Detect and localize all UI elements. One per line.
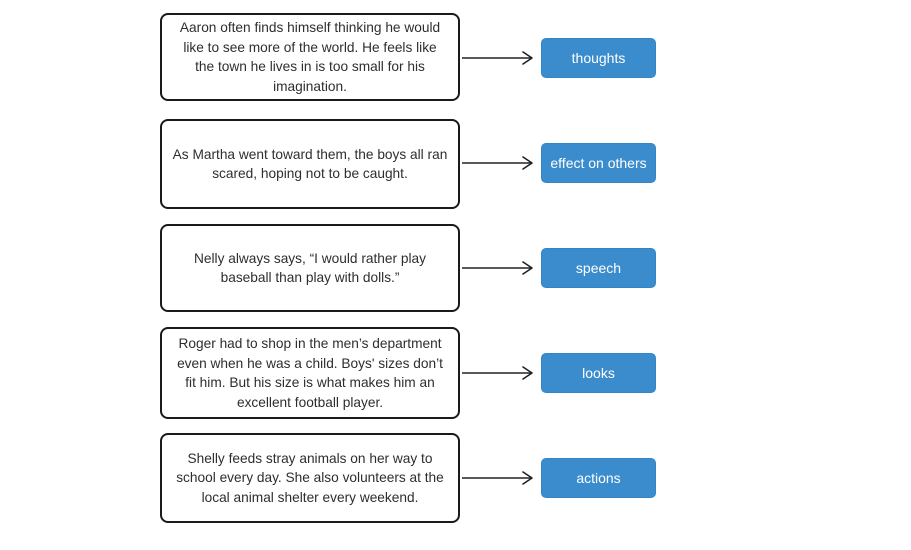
statement-box: Nelly always says, “I would rather play …: [160, 224, 460, 312]
arrow-right-icon: [461, 260, 539, 276]
label-button-thoughts[interactable]: thoughts: [541, 38, 656, 78]
statement-box: As Martha went toward them, the boys all…: [160, 119, 460, 209]
label-button-speech[interactable]: speech: [541, 248, 656, 288]
label-button-actions[interactable]: actions: [541, 458, 656, 498]
arrow-right-icon: [461, 470, 539, 486]
arrow-right-icon: [461, 155, 539, 171]
arrow-right-icon: [461, 50, 539, 66]
statement-text: Roger had to shop in the men’s departmen…: [177, 336, 443, 410]
statement-box: Shelly feeds stray animals on her way to…: [160, 433, 460, 523]
statement-box: Roger had to shop in the men’s departmen…: [160, 327, 460, 419]
label-button-looks[interactable]: looks: [541, 353, 656, 393]
statement-text: Shelly feeds stray animals on her way to…: [176, 450, 444, 505]
statement-box: Aaron often finds himself thinking he wo…: [160, 13, 460, 101]
statement-text: Nelly always says, “I would rather play …: [193, 250, 426, 286]
statement-text: Aaron often finds himself thinking he wo…: [179, 20, 441, 94]
arrow-right-icon: [461, 365, 539, 381]
label-button-effect-on-others[interactable]: effect on others: [541, 143, 656, 183]
statement-text: As Martha went toward them, the boys all…: [172, 146, 448, 182]
